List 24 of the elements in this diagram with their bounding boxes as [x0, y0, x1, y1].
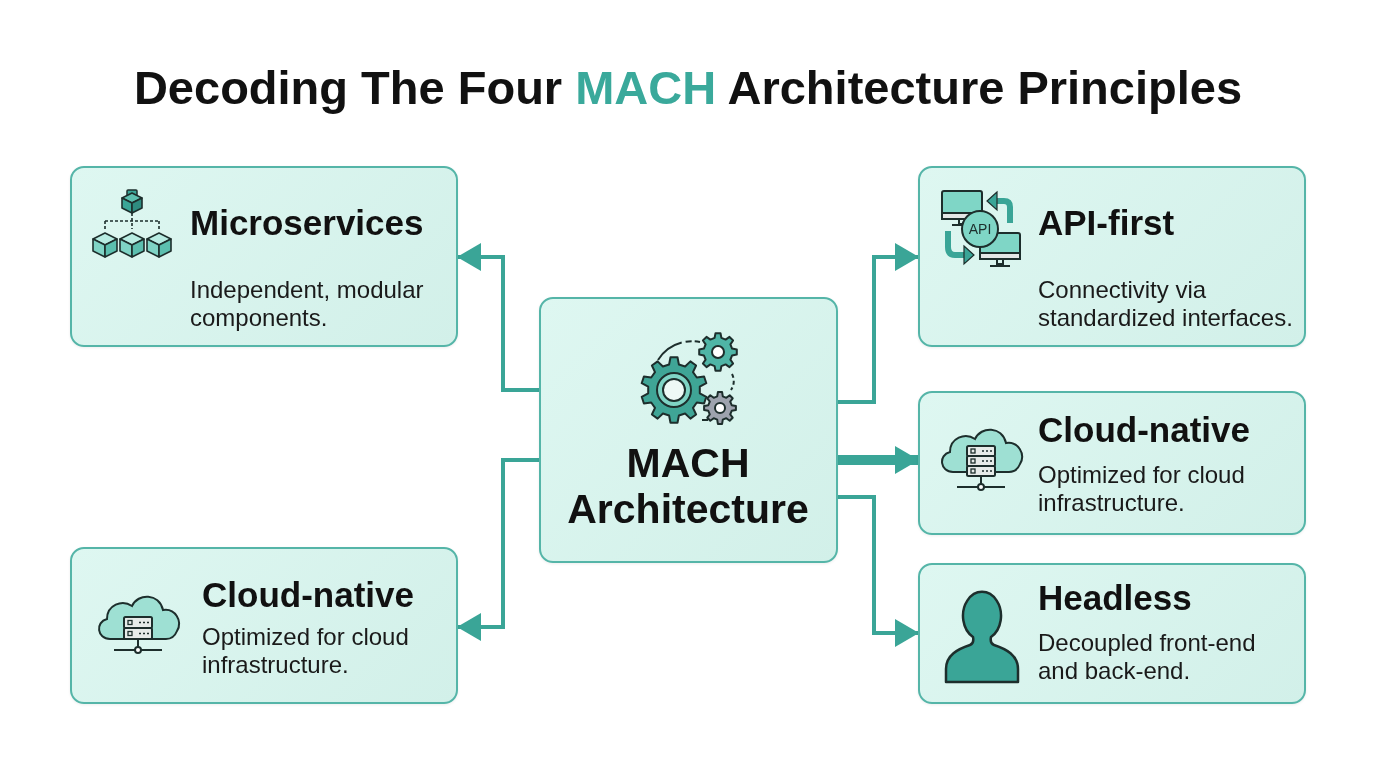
card-description: Decoupled front-end and back-end.: [1038, 629, 1257, 685]
card-heading: API-first: [1038, 203, 1175, 243]
principle-card: [918, 563, 1306, 704]
connector-arrow: [838, 243, 919, 404]
diagram-title: Decoding The Four MACH Architecture Principles: [133, 60, 1243, 116]
card-description: Connectivity via standardized interfaces.: [1038, 276, 1294, 332]
card-heading: Cloud-native: [202, 575, 414, 615]
connector-arrow: [838, 446, 919, 474]
card-heading: Cloud-native: [1038, 410, 1250, 450]
principle-card: [70, 547, 458, 704]
principle-card: [70, 166, 458, 347]
card-description: Optimized for cloud infrastructure.: [202, 623, 410, 679]
card-heading: Headless: [1038, 578, 1192, 618]
connector-arrow: [457, 243, 539, 392]
principle-card: [918, 166, 1306, 347]
card-description: Independent, modular components.: [190, 276, 425, 332]
principle-card: [918, 391, 1306, 535]
card-heading: Microservices: [190, 203, 424, 243]
connector-arrow: [838, 495, 919, 647]
circle-label: API: [961, 210, 999, 248]
connector-arrow: [457, 458, 539, 641]
central-card: [539, 297, 838, 563]
central-title: MACH Architecture: [567, 440, 809, 532]
card-description: Optimized for cloud infrastructure.: [1038, 461, 1246, 517]
